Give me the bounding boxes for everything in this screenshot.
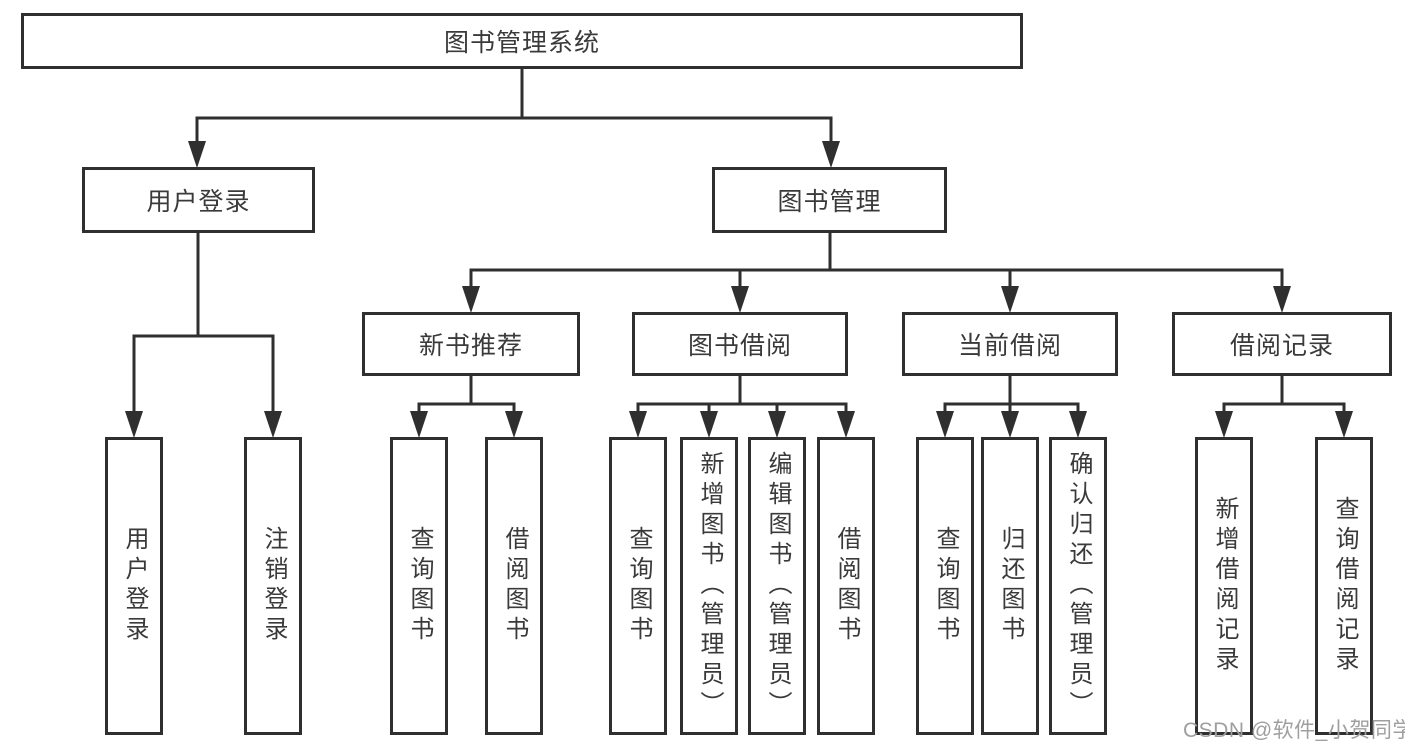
leaf-search-borrow-record: 查询借阅记录	[1315, 437, 1373, 735]
leaf-search-books-borrow: 查询图书	[609, 437, 667, 735]
root-node-library-system: 图书管理系统	[21, 13, 1023, 69]
leaf-borrow-books: 借阅图书	[817, 437, 875, 735]
leaf-edit-books-admin-label: 编辑图书（管理员）	[764, 451, 791, 721]
leaf-logout-label: 注销登录	[260, 526, 287, 646]
node-book-borrowing-label: 图书借阅	[687, 332, 792, 360]
leaf-confirm-return-admin-label: 确认归还（管理员）	[1065, 451, 1092, 721]
leaf-search-books-recommend: 查询图书	[390, 437, 448, 735]
leaf-search-borrow-record-label: 查询借阅记录	[1331, 496, 1358, 676]
leaf-borrow-books-recommend-label: 借阅图书	[501, 526, 528, 646]
node-book-management: 图书管理	[712, 167, 947, 233]
leaf-logout: 注销登录	[244, 437, 302, 735]
leaf-add-books-admin: 新增图书（管理员）	[680, 437, 738, 735]
leaf-search-books-borrow-label: 查询图书	[625, 526, 652, 646]
leaf-search-books-current: 查询图书	[916, 437, 974, 735]
node-current-borrowing-label: 当前借阅	[957, 332, 1062, 360]
leaf-return-books-label: 归还图书	[997, 526, 1024, 646]
leaf-borrow-books-label: 借阅图书	[833, 526, 860, 646]
csdn-watermark: CSDN @软件_小贺同学	[1183, 719, 1405, 742]
leaf-add-books-admin-label: 新增图书（管理员）	[696, 451, 723, 721]
node-new-book-recommendation-label: 新书推荐	[418, 332, 523, 360]
leaf-search-books-recommend-label: 查询图书	[406, 526, 433, 646]
leaf-add-borrow-record-label: 新增借阅记录	[1211, 496, 1238, 676]
leaf-confirm-return-admin: 确认归还（管理员）	[1049, 437, 1107, 735]
leaf-edit-books-admin: 编辑图书（管理员）	[748, 437, 806, 735]
leaf-user-login-label: 用户登录	[121, 526, 148, 646]
leaf-return-books: 归还图书	[981, 437, 1039, 735]
node-user-login-label: 用户登录	[146, 188, 251, 216]
node-borrowing-records: 借阅记录	[1172, 312, 1392, 376]
node-current-borrowing: 当前借阅	[902, 312, 1118, 376]
root-node-label: 图书管理系统	[443, 29, 600, 57]
node-new-book-recommendation: 新书推荐	[362, 312, 580, 376]
leaf-search-books-current-label: 查询图书	[932, 526, 959, 646]
leaf-add-borrow-record: 新增借阅记录	[1195, 437, 1253, 735]
node-borrowing-records-label: 借阅记录	[1229, 332, 1334, 360]
node-book-management-label: 图书管理	[777, 188, 882, 216]
node-book-borrowing: 图书借阅	[632, 312, 848, 376]
leaf-borrow-books-recommend: 借阅图书	[485, 437, 543, 735]
node-user-login: 用户登录	[82, 167, 315, 233]
leaf-user-login: 用户登录	[105, 437, 163, 735]
